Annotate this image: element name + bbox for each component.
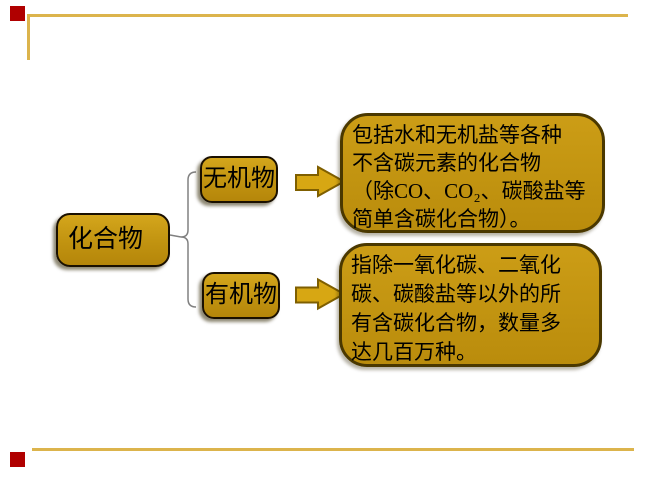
- red-square-decoration-bottom: [10, 452, 25, 467]
- top-rule-horizontal: [28, 14, 628, 17]
- description-box-inorganic: 包括水和无机盐等各种 不含碳元素的化合物 （除CO、CO₂、碳酸盐等 简单含碳化…: [340, 113, 605, 233]
- description-line: 简单含碳化合物）。: [352, 207, 531, 231]
- branch-node-label: 有机物: [205, 282, 277, 308]
- description-line: （除CO、CO₂、碳酸盐等: [352, 179, 586, 203]
- left-brace-connector: [180, 171, 197, 308]
- description-line: 有含碳化合物，数量多: [351, 311, 561, 335]
- red-square-decoration-top: [10, 6, 25, 21]
- description-box-organic: 指除一氧化碳、二氧化 碳、碳酸盐等以外的所 有含碳化合物，数量多 达几百万种。: [339, 243, 602, 367]
- branch-node-inorganic: 无机物: [200, 156, 278, 203]
- bottom-rule: [32, 448, 634, 451]
- branch-node-label: 无机物: [203, 166, 275, 192]
- description-line: 不含碳元素的化合物: [352, 151, 541, 175]
- brace-stub-line: [169, 234, 182, 238]
- right-arrow-icon-top: [295, 165, 347, 198]
- description-line: 指除一氧化碳、二氧化: [351, 253, 561, 277]
- description-line: 包括水和无机盐等各种: [352, 123, 562, 147]
- top-rule-vertical: [27, 14, 30, 60]
- branch-node-organic: 有机物: [202, 272, 280, 319]
- description-line: 达几百万种。: [351, 340, 477, 364]
- description-line: 碳、碳酸盐等以外的所: [351, 282, 561, 306]
- root-node-compound: 化合物: [56, 213, 170, 267]
- root-node-label: 化合物: [68, 226, 144, 253]
- right-arrow-icon-bottom: [295, 277, 347, 311]
